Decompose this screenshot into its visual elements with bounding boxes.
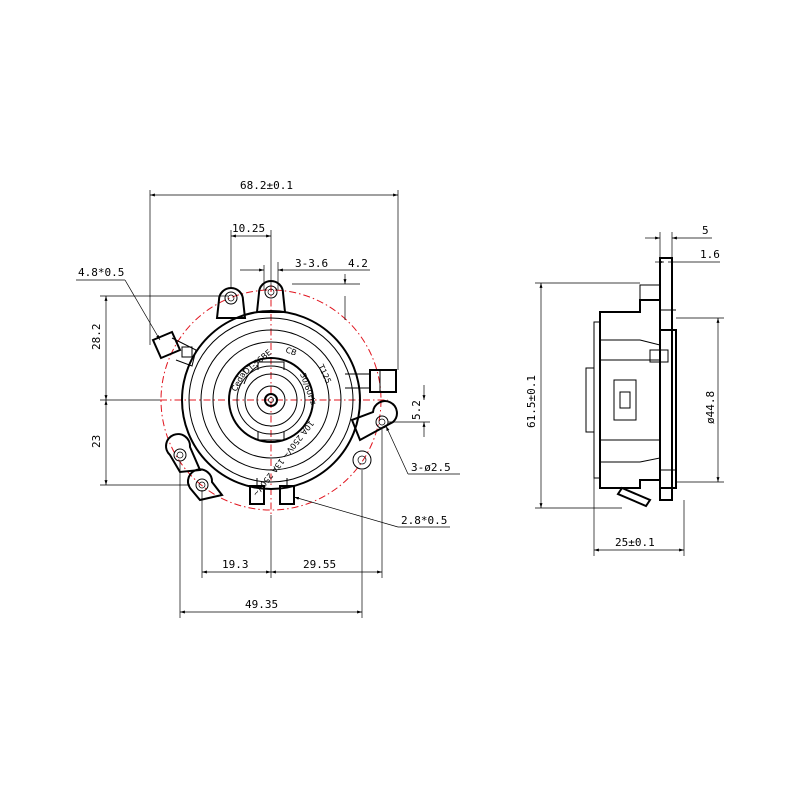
marking-hz: 50/60Hz	[298, 372, 318, 406]
marking-temp: T125	[316, 362, 333, 385]
dim-terminal-left-label: 4.8*0.5	[78, 266, 124, 279]
dim-hole-offset: 5.2	[388, 385, 430, 437]
dim-bottom-width: 49.35	[179, 462, 363, 618]
dim-right-span-label: 29.55	[303, 558, 336, 571]
dim-overall-width: 68.2±0.1	[149, 179, 399, 370]
dim-side-diameter: ø44.8	[676, 317, 724, 483]
dim-bottom-width-label: 49.35	[245, 598, 278, 611]
dim-lower-height-label: 23	[90, 435, 103, 448]
dim-overall-width-label: 68.2±0.1	[240, 179, 293, 192]
dim-side-top-width: 5	[645, 224, 712, 258]
dim-bottom-spans: 19.3 29.55	[201, 428, 383, 578]
mount-lug-top	[215, 280, 287, 319]
dim-mount-holes-label: 3-ø2.5	[411, 461, 451, 474]
dim-tab-offset: 10.25	[230, 222, 272, 288]
mount-lug-left	[165, 433, 224, 502]
dim-side-thickness-label: 1.6	[700, 248, 720, 261]
dim-side-height: 61.5±0.1	[525, 282, 640, 509]
dim-left-span-label: 19.3	[222, 558, 249, 571]
dim-slot: 3-3.6 4.2	[240, 257, 370, 320]
dim-slot-depth-label: 4.2	[348, 257, 368, 270]
dim-heights: 28.2 23	[90, 295, 228, 486]
dim-side-diameter-label: ø44.8	[704, 391, 717, 424]
dim-hole-offset-label: 5.2	[410, 400, 423, 420]
terminal-bottom	[249, 478, 295, 505]
side-body	[585, 257, 677, 508]
dim-terminal-left: 4.8*0.5	[76, 266, 161, 341]
dim-terminal-bottom: 2.8*0.5	[293, 496, 450, 528]
terminal-right	[345, 369, 397, 393]
marking-cert: CB	[284, 345, 297, 357]
dim-tab-offset-label: 10.25	[232, 222, 265, 235]
dim-terminal-bottom-label: 2.8*0.5	[401, 514, 447, 527]
dim-side-thickness: 1.6	[655, 248, 720, 264]
front-view: Cedar DT-56BE CB T125 50/60Hz 10A 250V~ …	[76, 179, 460, 618]
side-view: 5 1.6 61.5±0.1 ø44.8 25±0.1	[525, 224, 724, 556]
terminal-left	[151, 330, 197, 367]
dim-slot-label: 3-3.6	[295, 257, 328, 270]
dim-side-top-width-label: 5	[702, 224, 709, 237]
dim-side-depth-label: 25±0.1	[615, 536, 655, 549]
dim-side-height-label: 61.5±0.1	[525, 375, 538, 428]
dim-mount-holes: 3-ø2.5	[385, 425, 460, 475]
dim-upper-height-label: 28.2	[90, 324, 103, 351]
dim-side-depth: 25±0.1	[593, 478, 685, 556]
